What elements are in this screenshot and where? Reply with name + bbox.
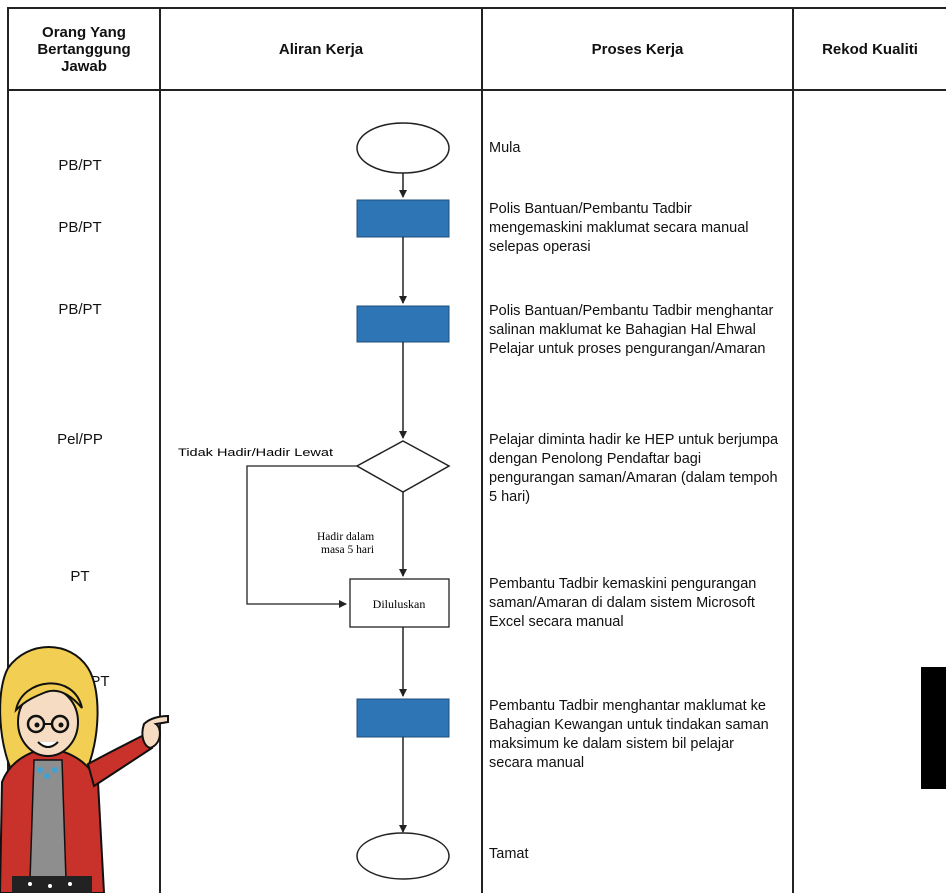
process-box-1 <box>356 199 450 238</box>
step-send-finance: Pembantu Tadbir menghantar maklumat ke B… <box>489 698 769 771</box>
table-left-border <box>7 7 9 893</box>
teacher-pointing-cartoon <box>0 646 169 893</box>
end-terminal <box>356 832 450 880</box>
header-workflow-label: Aliran Kerja <box>278 40 364 58</box>
header-process: Proses Kerja <box>483 8 792 90</box>
step-start: Mula <box>489 140 521 156</box>
step-end: Tamat <box>489 846 529 862</box>
header-responsible: Orang Yang Bertanggung Jawab <box>9 8 159 90</box>
column-divider-2 <box>481 7 483 893</box>
process-box-2 <box>356 305 450 343</box>
header-quality: Rekod Kualiti <box>794 8 946 90</box>
header-process-label: Proses Kerja <box>591 40 684 58</box>
column-divider-3 <box>792 7 794 893</box>
role-2: PB/PT <box>58 219 102 236</box>
start-terminal <box>356 122 450 174</box>
yes-branch-label-line2: masa 5 hari <box>321 544 374 556</box>
header-responsible-label: Orang Yang Bertanggung Jawab <box>37 23 131 75</box>
process-box-3 <box>356 698 450 738</box>
table-top-border <box>7 7 946 9</box>
step-update-info: Polis Bantuan/Pembantu Tadbir mengemaski… <box>489 201 749 255</box>
no-branch-label: Tidak Hadir/Hadir Lewat <box>178 447 333 459</box>
step-student-attend: Pelajar diminta hadir ke HEP untuk berju… <box>489 432 779 505</box>
decision-diamond <box>355 440 451 493</box>
approved-box <box>349 578 450 628</box>
yes-branch-label-line1: Hadir dalam <box>317 531 374 543</box>
role-1: PB/PT <box>58 157 102 174</box>
step-update-excel: Pembantu Tadbir kemaskini pengurangan sa… <box>489 576 757 630</box>
approved-box-label: Diluluskan <box>373 597 426 611</box>
header-workflow: Aliran Kerja <box>161 8 481 90</box>
column-divider-1 <box>159 7 161 893</box>
no-branch-line <box>246 465 357 608</box>
role-5: PT <box>70 568 90 585</box>
role-3: PB/PT <box>58 301 102 318</box>
black-rectangle <box>921 667 946 789</box>
header-quality-label: Rekod Kualiti <box>822 40 918 58</box>
step-send-copy: Polis Bantuan/Pembantu Tadbir menghantar… <box>489 303 774 357</box>
role-4: Pel/PP <box>57 431 103 448</box>
header-bottom-border <box>7 89 946 91</box>
